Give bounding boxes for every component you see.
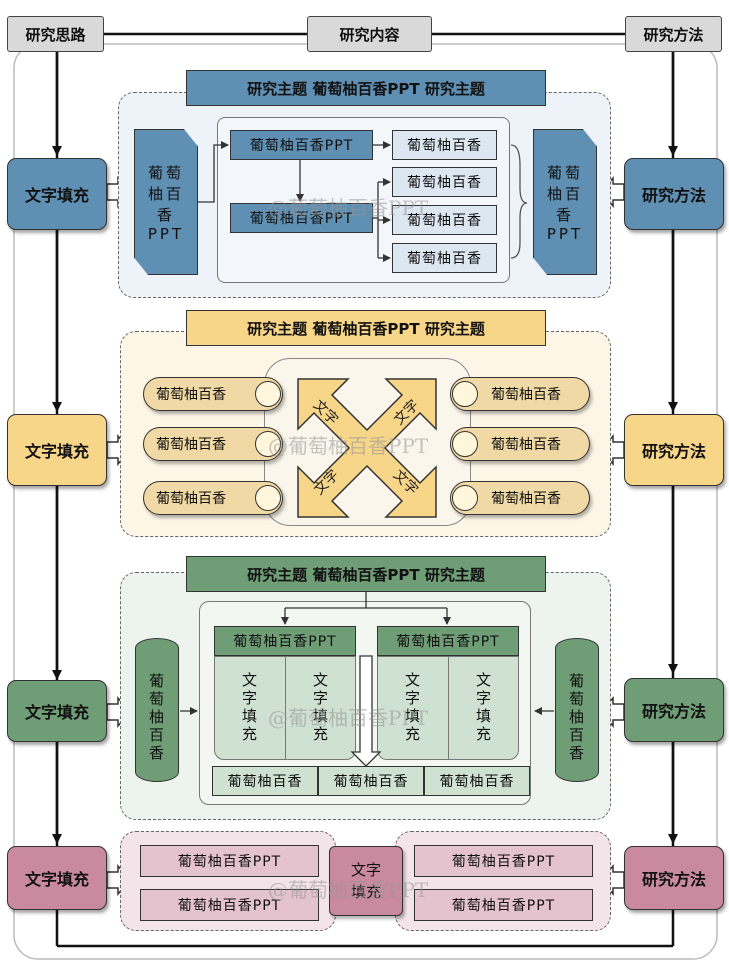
side-label-right-3: 研究方法	[624, 678, 724, 742]
section4-center-box: 文字填充	[329, 846, 403, 916]
header-research-content: 研究内容	[307, 16, 432, 52]
side-label-left-3: 文字填充	[7, 680, 107, 742]
section1-right-block-text: 葡萄柚百香PPT	[546, 163, 584, 243]
section1-small-box-1: 葡萄柚百香	[392, 130, 497, 160]
section3-title: 研究主题 葡萄柚百香PPT 研究主题	[186, 556, 546, 592]
section1-left-block: 葡萄柚百香PPT	[134, 129, 198, 275]
section1-main-box-2: 葡萄柚百香PPT	[230, 203, 373, 233]
side-label-right-1: 研究方法	[624, 158, 724, 230]
section3-header-1: 葡萄柚百香PPT	[214, 626, 356, 656]
section3-cylinder-right: 葡萄柚百香	[555, 638, 599, 782]
side-label-left-4: 文字填充	[7, 846, 107, 910]
side-label-left-1: 文字填充	[7, 158, 107, 230]
section2-pill-right-1-text: 葡萄柚百香	[491, 387, 561, 403]
section3-cylinder-left-text: 葡萄柚百香	[147, 673, 165, 763]
section3-cell-2: 文字填充	[311, 672, 329, 744]
side-label-right-4: 研究方法	[624, 846, 724, 910]
section2-pill-right-3-knob	[452, 485, 478, 511]
watermark-1: @葡萄柚百香PPT	[268, 196, 429, 220]
section4-right-box-2: 葡萄柚百香PPT	[414, 889, 593, 921]
section3-bottom-1: 葡萄柚百香	[212, 766, 318, 796]
section2-pill-right-2-knob	[452, 431, 478, 457]
section3-cylinder-right-text: 葡萄柚百香	[567, 673, 585, 763]
section2-pill-left-3-text: 葡萄柚百香	[156, 491, 226, 507]
section2-title: 研究主题 葡萄柚百香PPT 研究主题	[186, 310, 546, 346]
section3-bottom-3: 葡萄柚百香	[424, 766, 530, 796]
section3-header-2: 葡萄柚百香PPT	[377, 626, 519, 656]
section3-cell-1: 文字填充	[240, 672, 258, 744]
section3-cell-divider-left	[285, 656, 286, 760]
section2-pill-left-2-knob	[255, 431, 281, 457]
section1-left-block-text: 葡萄柚百香PPT	[147, 163, 185, 243]
section1-title: 研究主题 葡萄柚百香PPT 研究主题	[186, 70, 546, 106]
watermark-2: @葡萄柚百香PPT	[268, 434, 429, 458]
watermark-3: @葡萄柚百香PPT	[268, 706, 429, 730]
section2-pill-right-2-text: 葡萄柚百香	[491, 437, 561, 453]
section3-cell-3: 文字填充	[403, 672, 421, 744]
section4-left-box-2: 葡萄柚百香PPT	[140, 889, 319, 921]
section2-pill-left-1-knob	[255, 381, 281, 407]
side-label-left-2: 文字填充	[7, 414, 107, 486]
section1-main-box-1: 葡萄柚百香PPT	[230, 130, 373, 160]
header-research-thought: 研究思路	[7, 16, 104, 52]
section4-center-text: 文字填充	[350, 861, 381, 901]
section3-cell-divider-right	[448, 656, 449, 760]
section2-pill-left-3-knob	[255, 485, 281, 511]
section3-cell-4: 文字填充	[474, 672, 492, 744]
section1-small-box-4: 葡萄柚百香	[392, 243, 497, 273]
section4-right-box-1: 葡萄柚百香PPT	[414, 845, 593, 877]
section1-small-box-2: 葡萄柚百香	[392, 167, 497, 197]
section4-left-box-1: 葡萄柚百香PPT	[140, 845, 319, 877]
section3-bottom-2: 葡萄柚百香	[318, 766, 424, 796]
section1-small-box-3: 葡萄柚百香	[392, 205, 497, 235]
watermark-4: @葡萄柚百香PPT	[268, 878, 429, 902]
section1-right-block: 葡萄柚百香PPT	[533, 129, 597, 275]
section2-pill-right-3-text: 葡萄柚百香	[491, 491, 561, 507]
section2-pill-left-1-text: 葡萄柚百香	[156, 387, 226, 403]
section3-cylinder-left: 葡萄柚百香	[135, 638, 179, 782]
side-label-right-2: 研究方法	[624, 414, 724, 486]
section2-pill-left-2-text: 葡萄柚百香	[156, 437, 226, 453]
section2-pill-right-1-knob	[452, 381, 478, 407]
header-research-method: 研究方法	[625, 16, 722, 52]
